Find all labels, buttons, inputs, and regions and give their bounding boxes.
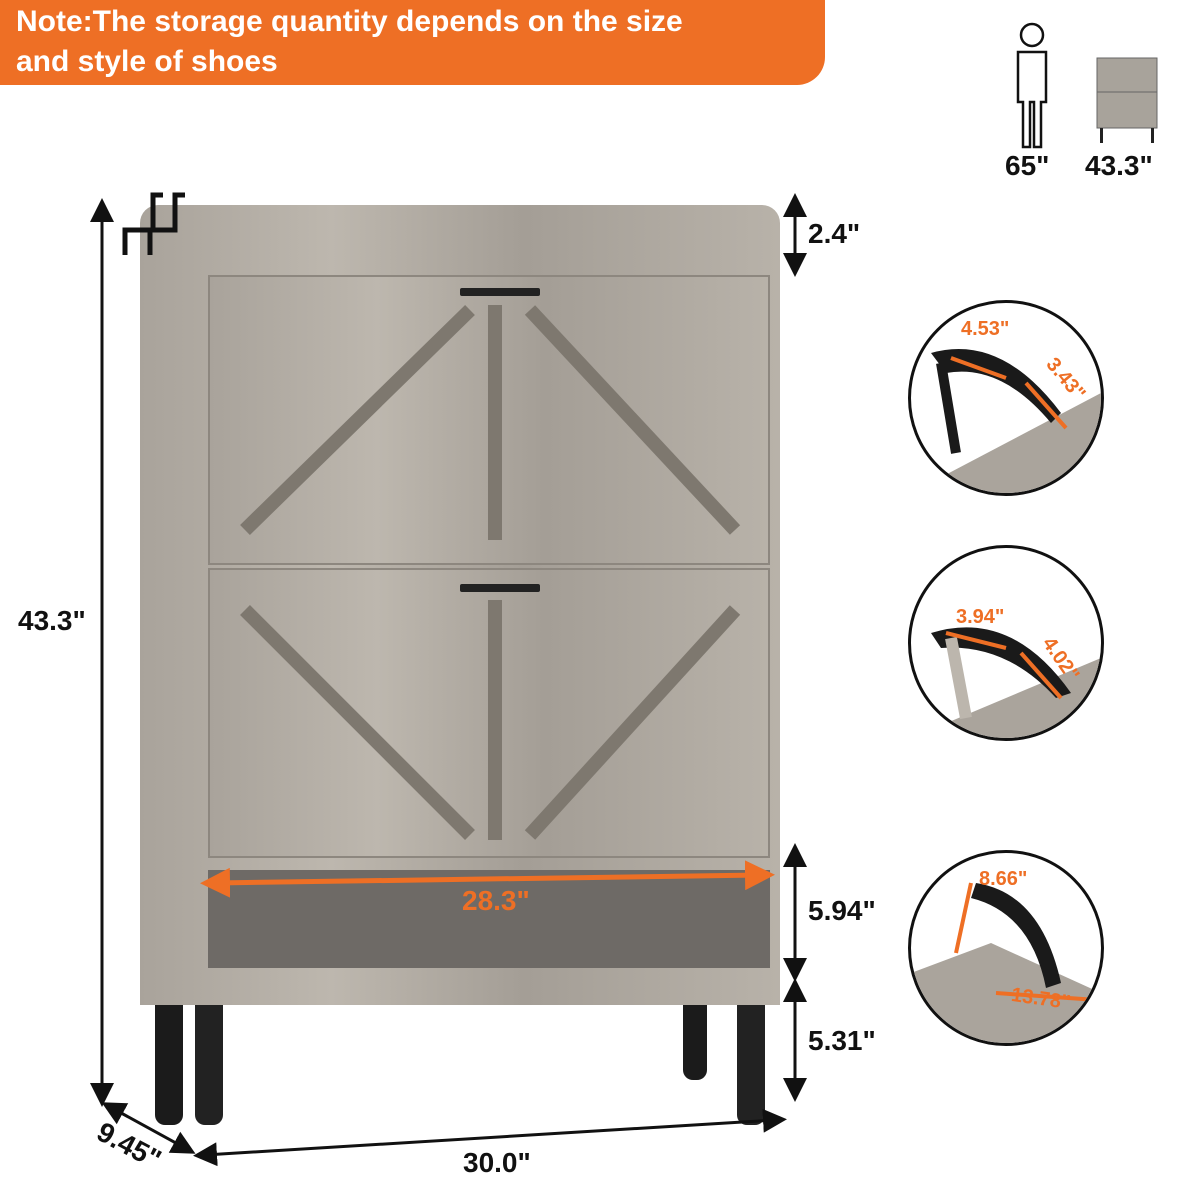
shelf-height-label: 5.94" (808, 895, 876, 926)
hinge-detail-3: 8.66" 13.78" (908, 850, 1104, 1046)
door-braces (240, 304, 741, 840)
note-banner: Note:The storage quantity depends on the… (0, 0, 825, 85)
total-height-label: 43.3" (18, 605, 86, 636)
hook-icon (122, 192, 185, 255)
dimension-arrows (90, 193, 807, 1167)
shelf-width-arrow (200, 860, 775, 898)
person-height-label: 65" (1005, 150, 1050, 181)
cabinet-height-label: 43.3" (1085, 150, 1153, 181)
note-line-2: and style of shoes (16, 45, 278, 78)
hinge-detail-2: 3.94" 4.02" (908, 545, 1104, 741)
leg (737, 1005, 765, 1125)
note-line-1: Note:The storage quantity depends on the… (16, 5, 683, 38)
cabinet-thumbnail-icon (1096, 57, 1158, 143)
width-label: 30.0" (463, 1147, 531, 1178)
person-icon (1016, 22, 1048, 149)
hinge-detail-1: 4.53" 3.43" (908, 300, 1104, 496)
leg (195, 1005, 223, 1125)
leg (683, 1005, 707, 1080)
upper-handle[interactable] (460, 288, 540, 296)
top-rail-label: 2.4" (808, 218, 861, 249)
leg-height-label: 5.31" (808, 1025, 876, 1056)
hinge-2-a: 3.94" (956, 606, 1005, 628)
hinge-3-a: 8.66" (979, 868, 1028, 890)
shelf-width-label: 28.3" (462, 885, 530, 916)
hinge-1-a: 4.53" (961, 318, 1010, 340)
lower-handle[interactable] (460, 584, 540, 592)
